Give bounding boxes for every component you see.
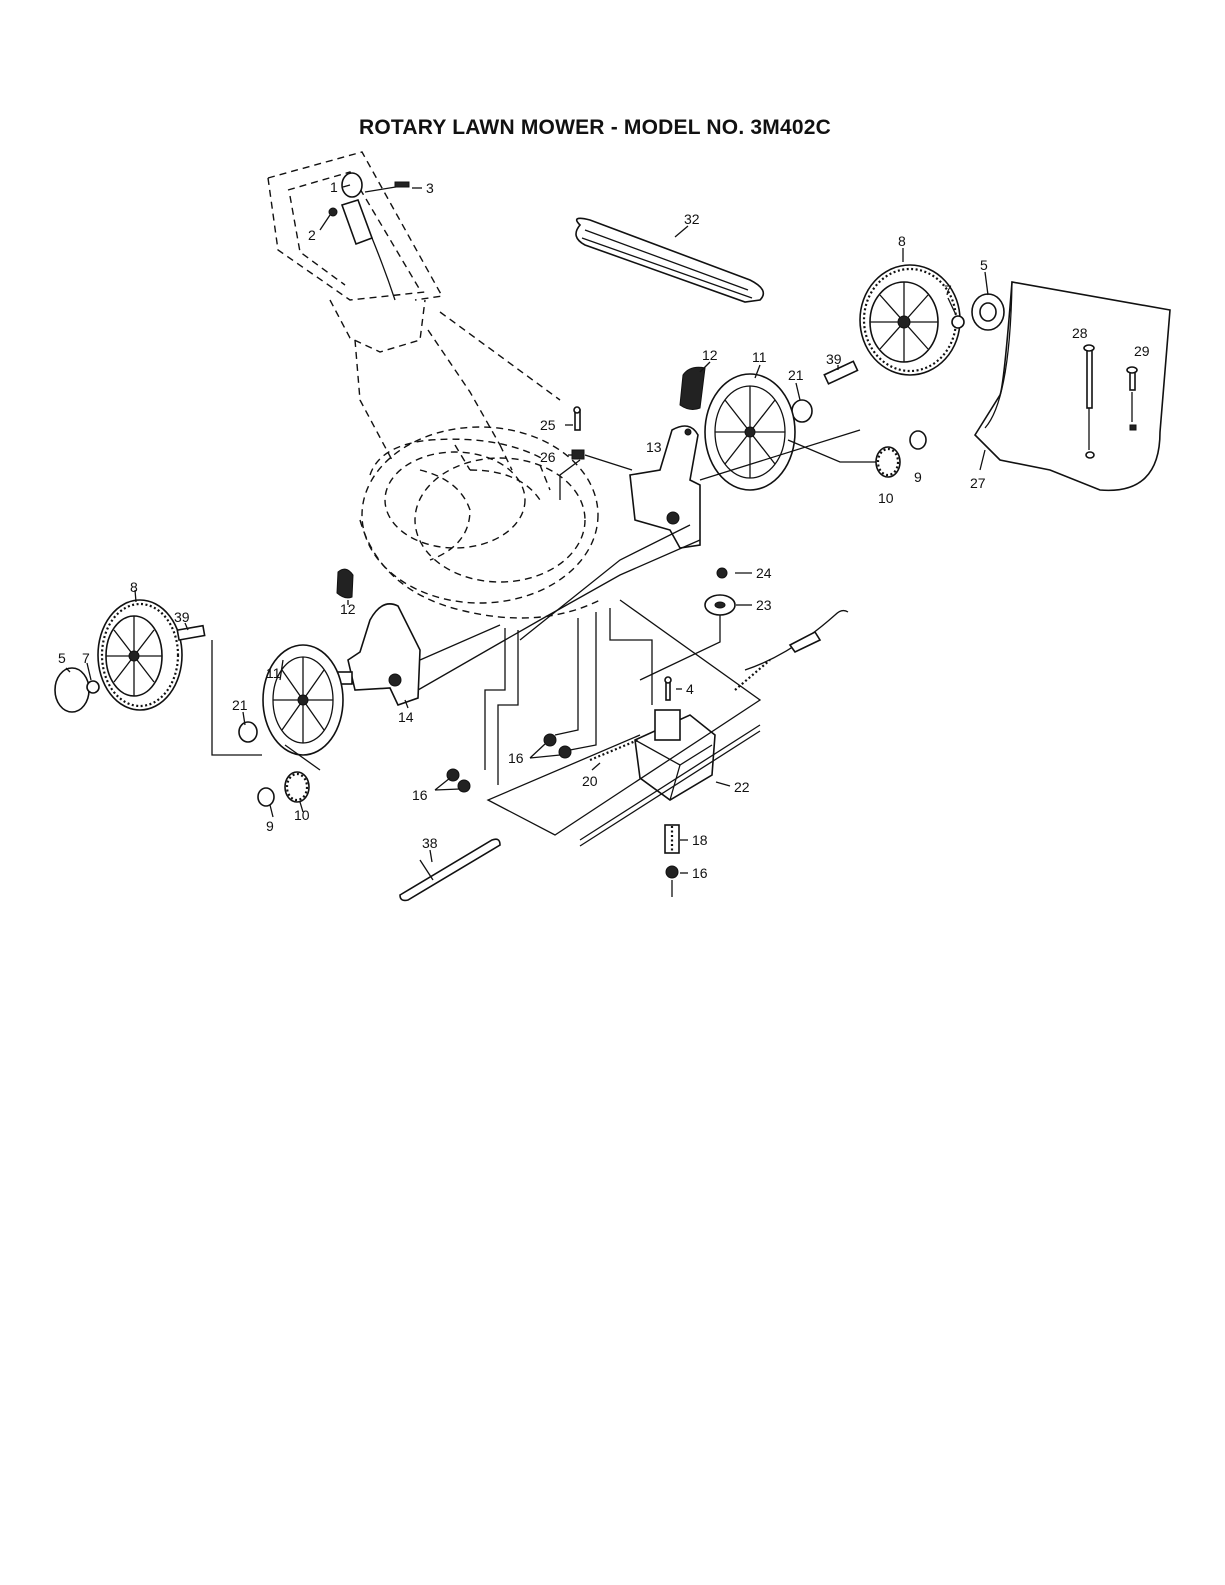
drive-gear-left <box>263 645 343 755</box>
callout-10-left: 10 <box>294 807 310 823</box>
callout-38: 38 <box>422 835 438 851</box>
deck-outline <box>360 427 600 618</box>
callout-5-left: 5 <box>58 650 66 666</box>
callout-11-left: 11 <box>266 665 281 681</box>
callout-11-right: 11 <box>752 349 767 365</box>
callout-8-right: 8 <box>898 233 906 249</box>
callout-25: 25 <box>540 417 556 433</box>
callout-13: 13 <box>646 439 662 455</box>
bracket-right <box>630 426 700 548</box>
callout-21-left: 21 <box>232 697 248 713</box>
nut-16-bottom <box>666 866 678 878</box>
nut-24 <box>717 568 727 578</box>
callout-4: 4 <box>686 681 694 697</box>
callout-23: 23 <box>756 597 772 613</box>
bracket-left <box>348 604 505 705</box>
callout-1: 1 <box>330 179 338 195</box>
callout-3: 3 <box>426 180 434 196</box>
callout-21-right: 21 <box>788 367 804 383</box>
callout-39-right: 39 <box>826 351 842 367</box>
bolt-25 <box>574 407 580 430</box>
control-bail-assembly <box>329 173 409 300</box>
callout-20: 20 <box>582 773 598 789</box>
pinion-right <box>788 431 926 477</box>
callout-28: 28 <box>1072 325 1088 341</box>
nuts-16-mid <box>530 734 571 758</box>
belt <box>576 218 763 302</box>
nuts-16-left <box>435 769 470 792</box>
hubcap-left <box>55 668 89 712</box>
pawl-left <box>337 569 353 598</box>
callout-7-right: 7 <box>944 282 952 298</box>
wheel-left <box>98 600 182 710</box>
callout-12-left: 12 <box>340 601 356 617</box>
callout-22: 22 <box>734 779 750 795</box>
callout-9-left: 9 <box>266 818 274 834</box>
callout-12-right: 12 <box>702 347 718 363</box>
nut-26 <box>572 450 584 459</box>
callout-16-mid: 16 <box>508 750 524 766</box>
washer-21-left <box>239 722 257 742</box>
nut-left <box>87 681 99 693</box>
callout-18: 18 <box>692 832 708 848</box>
callout-14: 14 <box>398 709 414 725</box>
callout-10-right: 10 <box>878 490 894 506</box>
callout-2: 2 <box>308 227 316 243</box>
handle-outline <box>268 152 560 460</box>
callout-27: 27 <box>970 475 986 491</box>
nut-right <box>952 316 964 328</box>
callout-8-left: 8 <box>130 579 138 595</box>
spring-20 <box>590 740 638 760</box>
control-cable <box>735 611 848 690</box>
hubcap-right <box>972 294 1004 330</box>
callout-5-right: 5 <box>980 257 988 273</box>
pulley-23 <box>640 595 735 680</box>
bolt-39-left <box>177 626 204 640</box>
roller-38 <box>400 839 500 900</box>
callout-24: 24 <box>756 565 772 581</box>
callout-32: 32 <box>684 211 700 227</box>
callout-29: 29 <box>1134 343 1150 359</box>
callout-16-left: 16 <box>412 787 428 803</box>
spring-18 <box>665 825 679 853</box>
callout-7-left: 7 <box>82 650 90 666</box>
leader-lines <box>66 185 988 873</box>
callout-26: 26 <box>540 449 556 465</box>
bolt-4 <box>665 677 671 700</box>
drive-gear-right <box>705 374 795 490</box>
callout-39-left: 39 <box>174 609 190 625</box>
pawl-right <box>680 367 705 409</box>
callout-16-bottom: 16 <box>692 865 708 881</box>
washer-21-right <box>792 400 812 422</box>
callout-9-right: 9 <box>914 469 922 485</box>
